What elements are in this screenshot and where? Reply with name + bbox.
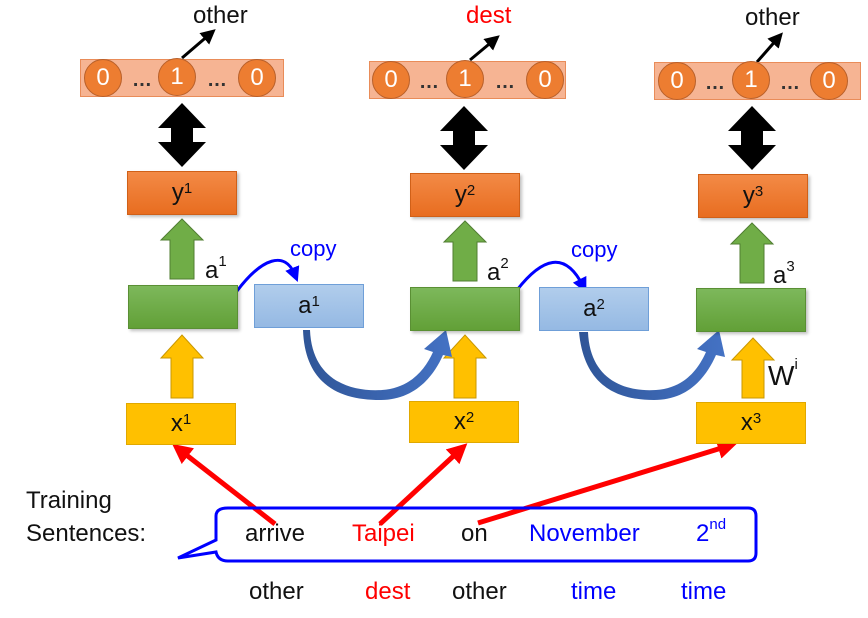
output-pointer-arrow-2 — [469, 35, 500, 62]
onehot-cell-active: 1 — [158, 58, 196, 96]
slot-tag: other — [452, 578, 507, 605]
memory-cell-1: a1 — [254, 284, 364, 328]
ordinal-suffix: nd — [709, 516, 727, 533]
slot-tag: other — [249, 578, 304, 605]
sentence-word: 2nd — [696, 516, 726, 548]
onehot-cell: 0 — [84, 59, 122, 97]
ordinal-number: 2 — [696, 520, 710, 547]
slot-tag: time — [571, 578, 617, 605]
output-pointer-arrow-3 — [755, 32, 783, 63]
output-label-2: dest — [466, 2, 512, 29]
hidden-output-label-3: a3 — [773, 258, 795, 290]
x-index: 3 — [752, 410, 762, 427]
output-node-y2: y2 — [410, 173, 520, 217]
y-symbol: y — [742, 182, 755, 209]
bidirectional-arrow-1 — [158, 103, 206, 167]
feedback-arrow-2 — [579, 330, 725, 400]
onehot-cell: 0 — [238, 59, 276, 97]
output-node-y1: y1 — [127, 171, 237, 215]
copy-arrow-2 — [515, 260, 587, 293]
onehot-cell-active: 1 — [732, 61, 770, 99]
input-link-on-x3 — [477, 439, 738, 526]
output-pointer-arrow-1 — [181, 29, 216, 60]
hidden-layer-2 — [410, 287, 520, 331]
onehot-ellipsis: … — [705, 72, 725, 94]
green-arrow-3 — [729, 222, 775, 284]
x-index: 1 — [182, 411, 192, 428]
training-title-line2: Sentences: — [26, 520, 147, 547]
y-index: 3 — [754, 183, 764, 200]
x-index: 2 — [465, 409, 475, 426]
yellow-arrow-3 — [730, 337, 776, 399]
a-symbol: a — [205, 257, 219, 284]
sentence-word: Taipei — [352, 520, 415, 547]
input-node-x1: x1 — [126, 403, 236, 445]
a-index: 2 — [500, 255, 509, 272]
onehot-cell: 0 — [810, 62, 848, 100]
onehot-cell: 0 — [658, 62, 696, 100]
a-symbol: a — [583, 295, 597, 322]
onehot-ellipsis: … — [495, 71, 515, 93]
onehot-cell: 0 — [372, 61, 410, 99]
x-symbol: x — [453, 408, 466, 435]
onehot-ellipsis: … — [419, 71, 439, 93]
y-index: 2 — [466, 182, 476, 199]
hidden-layer-3 — [696, 288, 806, 332]
a-symbol: a — [298, 292, 312, 319]
copy-label-2: copy — [571, 237, 618, 262]
y-symbol: y — [171, 179, 184, 206]
weight-symbol: W — [768, 360, 795, 391]
yellow-arrow-1 — [159, 334, 205, 399]
output-label-3: other — [745, 4, 800, 31]
onehot-cell: 0 — [526, 61, 564, 99]
x-symbol: x — [170, 410, 183, 437]
sentence-word: arrive — [245, 520, 306, 547]
a-index: 1 — [311, 293, 320, 310]
slot-tag: dest — [365, 578, 411, 605]
sentence-word: on — [461, 520, 488, 547]
a-index: 1 — [218, 253, 227, 270]
copy-arrow-1 — [235, 258, 300, 292]
hidden-output-label-2: a2 — [487, 255, 509, 287]
onehot-ellipsis: … — [207, 69, 227, 91]
input-link-arrive-x1 — [172, 443, 277, 526]
input-link-taipei-x2 — [378, 443, 468, 526]
green-arrow-2 — [442, 220, 488, 282]
output-label-1: other — [193, 2, 248, 29]
copy-label-1: copy — [290, 236, 337, 261]
bidirectional-arrow-2 — [440, 106, 488, 170]
bidirectional-arrow-3 — [728, 106, 776, 170]
y-index: 1 — [183, 180, 193, 197]
hidden-output-label-1: a1 — [205, 253, 227, 285]
onehot-ellipsis: … — [132, 69, 152, 91]
sentence-word: November — [529, 520, 640, 547]
yellow-arrow-2 — [442, 334, 488, 399]
weight-label: Wi — [768, 356, 798, 392]
memory-cell-2: a2 — [539, 287, 649, 331]
sentence-bubble — [177, 506, 758, 563]
x-symbol: x — [740, 409, 753, 436]
onehot-ellipsis: … — [780, 72, 800, 94]
slot-tag: time — [681, 578, 727, 605]
a-symbol: a — [773, 262, 787, 289]
output-node-y3: y3 — [698, 174, 808, 218]
y-symbol: y — [454, 181, 467, 208]
a-symbol: a — [487, 259, 501, 286]
a-index: 2 — [596, 296, 605, 313]
green-arrow-1 — [159, 218, 205, 280]
hidden-layer-1 — [128, 285, 238, 329]
input-node-x3: x3 — [696, 402, 806, 444]
training-title-line1: Training — [26, 487, 112, 514]
feedback-arrow-1 — [303, 330, 452, 400]
input-node-x2: x2 — [409, 401, 519, 443]
a-index: 3 — [786, 258, 795, 275]
onehot-cell-active: 1 — [446, 60, 484, 98]
weight-index: i — [794, 356, 798, 373]
